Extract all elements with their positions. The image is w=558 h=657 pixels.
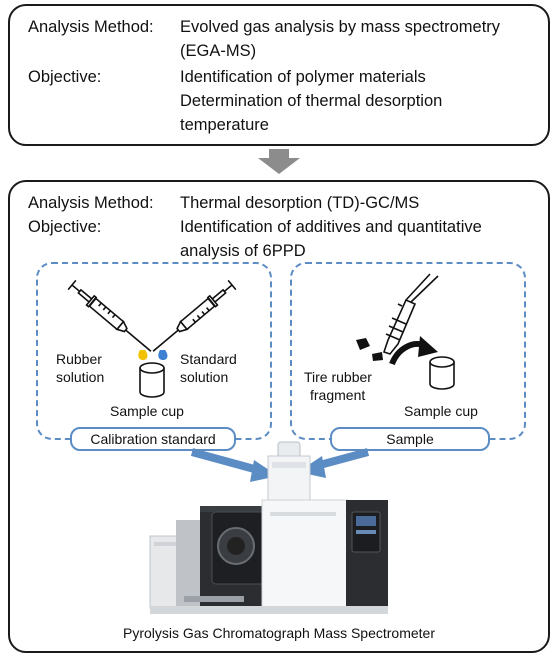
pyrolyzer-unit (268, 442, 310, 506)
instrument-caption: Pyrolysis Gas Chromatograph Mass Spectro… (0, 624, 558, 642)
